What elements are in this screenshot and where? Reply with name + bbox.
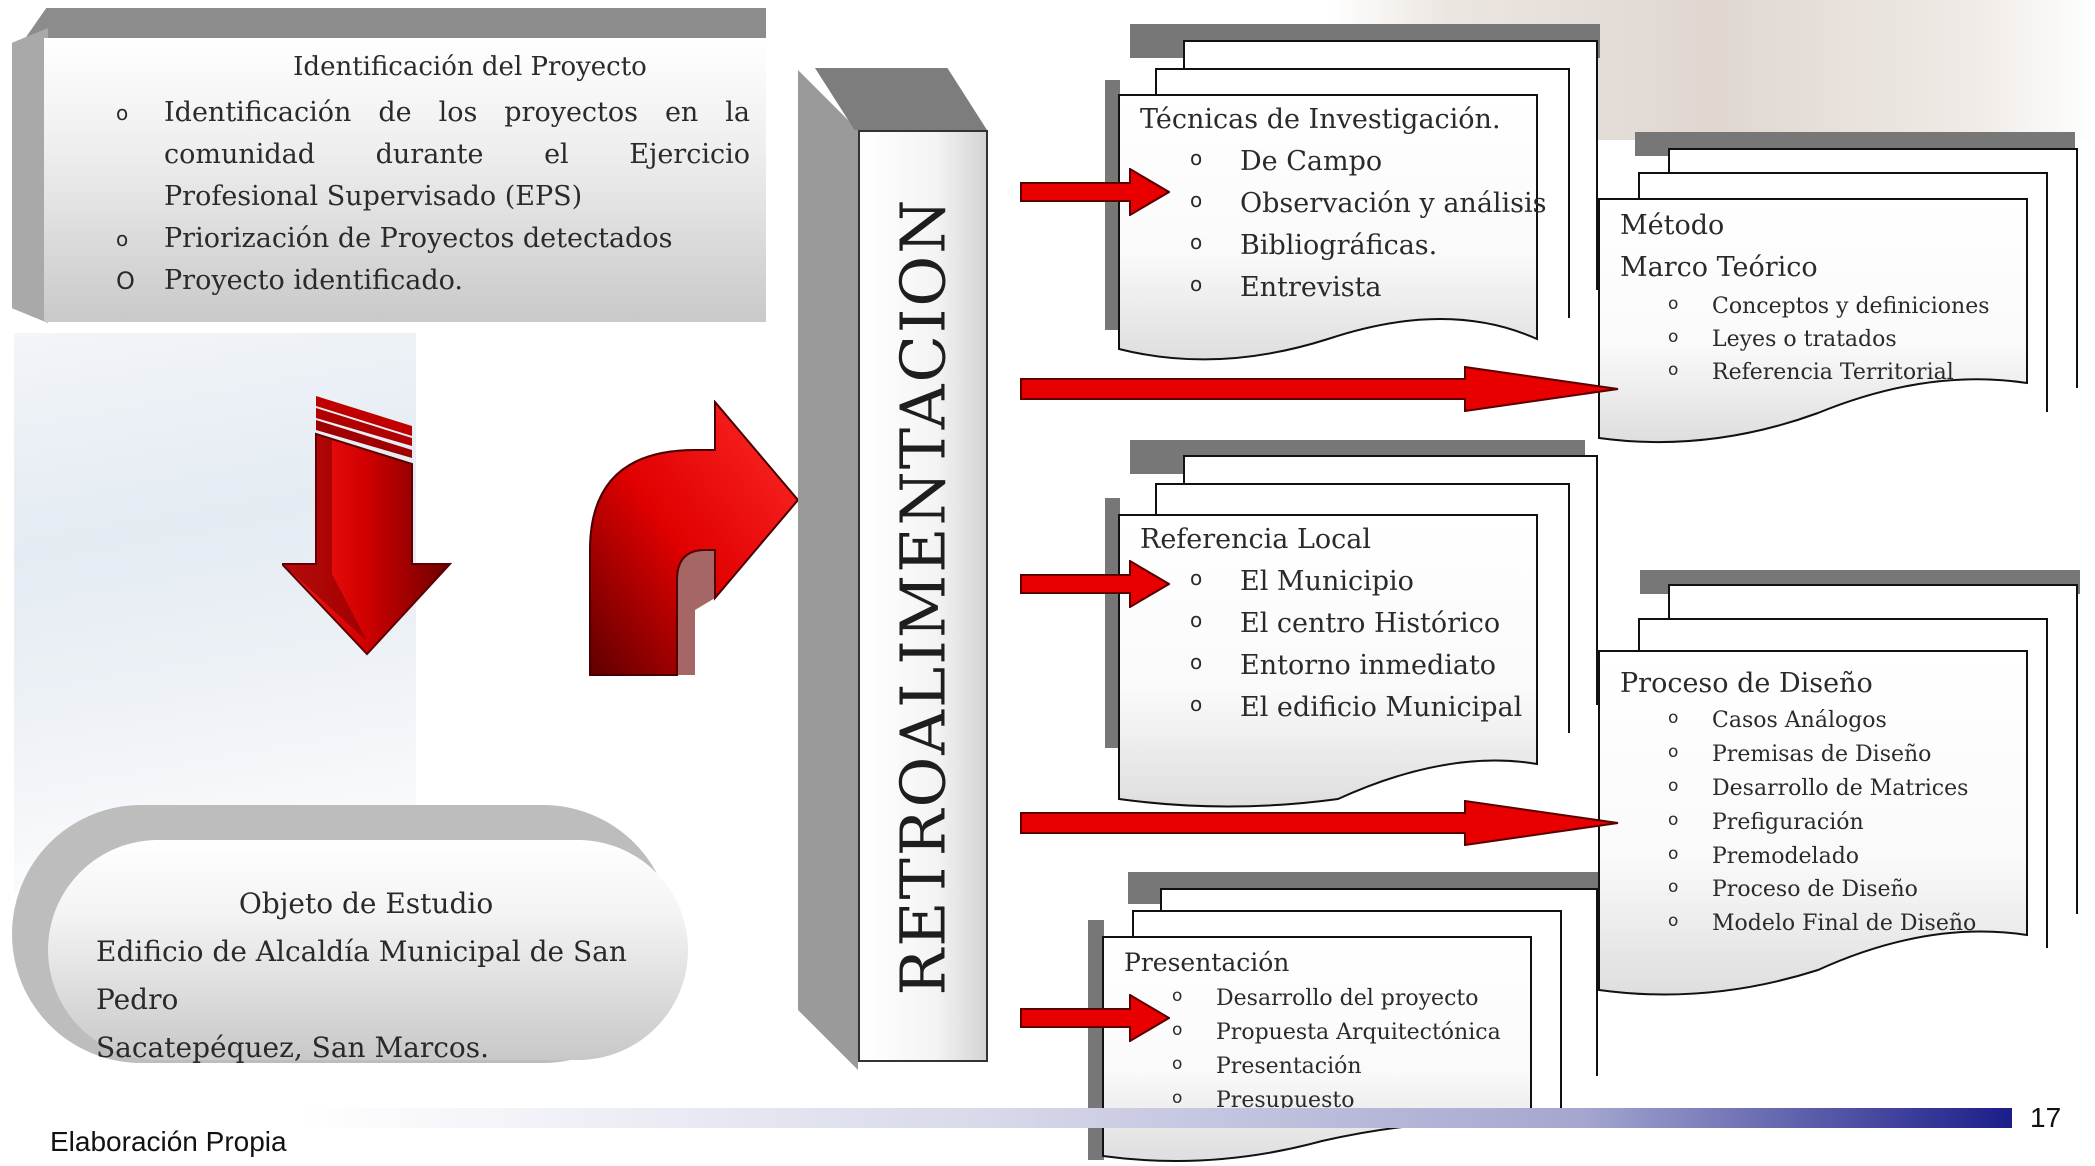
- referencia-item: El edificio Municipal: [1190, 692, 1522, 723]
- tecnicas-item: Observación y análisis: [1190, 188, 1547, 219]
- proceso-item: Proceso de Diseño: [1668, 877, 1918, 902]
- retro-pillar-side: [798, 70, 858, 1070]
- identificacion-item: Identificación de los proyectos en la co…: [110, 92, 750, 218]
- tecnicas-item: Bibliográficas.: [1190, 230, 1437, 261]
- referencia-title: Referencia Local: [1140, 524, 1372, 555]
- objeto-line: Edificio de Alcaldía Municipal de San Pe…: [96, 935, 627, 1016]
- proceso-item: Modelo Final de Diseño: [1668, 911, 1976, 936]
- referencia-item: El Municipio: [1190, 566, 1414, 597]
- page-number: 17: [2030, 1102, 2062, 1133]
- proceso-item: Desarrollo de Matrices: [1668, 776, 1968, 801]
- identificacion-box-side: [12, 28, 48, 323]
- presentacion-item: Propuesta Arquitectónica: [1172, 1020, 1501, 1045]
- curved-arrow-icon: [589, 400, 800, 676]
- footer-source: Elaboración Propia: [50, 1126, 287, 1157]
- tecnicas-item: De Campo: [1190, 146, 1382, 177]
- proceso-item: Premodelado: [1668, 844, 1859, 869]
- tecnicas-item: Entrevista: [1190, 272, 1382, 303]
- metodo-title: Método: [1620, 210, 1725, 241]
- arrow-to-tecnicas-icon: [1020, 168, 1170, 216]
- retro-label: RETROALIMENTACION: [886, 197, 960, 995]
- objeto-line: Sacatepéquez, San Marcos.: [96, 1031, 490, 1064]
- presentacion-title: Presentación: [1124, 948, 1290, 977]
- metodo-item: Conceptos y definiciones: [1668, 294, 1990, 319]
- marco-teorico-title: Marco Teórico: [1620, 252, 1818, 283]
- identificacion-list: Identificación de los proyectos en la co…: [110, 92, 750, 302]
- arrow-to-referencia-icon: [1020, 560, 1170, 608]
- arrow-to-proceso-icon: [1020, 800, 1619, 846]
- arrow-to-metodo-icon: [1020, 366, 1619, 412]
- presentacion-stack-shadow: [1088, 920, 1104, 1160]
- presentacion-item: Desarrollo del proyecto: [1172, 986, 1479, 1011]
- referencia-item: El centro Histórico: [1190, 608, 1500, 639]
- referencia-stack-shadow: [1105, 498, 1120, 748]
- footer-bar: [300, 1108, 2012, 1128]
- presentacion-item: Presentación: [1172, 1054, 1362, 1079]
- identificacion-item: Priorización de Proyectos detectados: [110, 218, 750, 260]
- identificacion-box-top: [24, 8, 766, 40]
- identificacion-title: Identificación del Proyecto: [293, 52, 647, 82]
- referencia-item: Entorno inmediato: [1190, 650, 1496, 681]
- metodo-item: Leyes o tratados: [1668, 327, 1897, 352]
- objeto-text: Objeto de Estudio Edificio de Alcaldía M…: [96, 880, 656, 1072]
- retro-label-wrap: RETROALIMENTACION: [858, 130, 988, 1062]
- metodo-item: Referencia Territorial: [1668, 360, 1954, 385]
- identificacion-item: Proyecto identificado.: [110, 260, 750, 302]
- objeto-title: Objeto de Estudio: [238, 887, 494, 920]
- proceso-title: Proceso de Diseño: [1620, 668, 1873, 699]
- down-arrow-icon: [282, 396, 452, 656]
- objeto-capsule: [48, 840, 688, 1060]
- tecnicas-stack-shadow: [1105, 80, 1120, 330]
- proceso-item: Casos Análogos: [1668, 708, 1887, 733]
- tecnicas-title: Técnicas de Investigación.: [1140, 104, 1501, 135]
- proceso-item: Premisas de Diseño: [1668, 742, 1931, 767]
- proceso-item: Prefiguración: [1668, 810, 1864, 835]
- arrow-to-presentacion-icon: [1020, 994, 1170, 1042]
- retro-pillar: [858, 130, 988, 1062]
